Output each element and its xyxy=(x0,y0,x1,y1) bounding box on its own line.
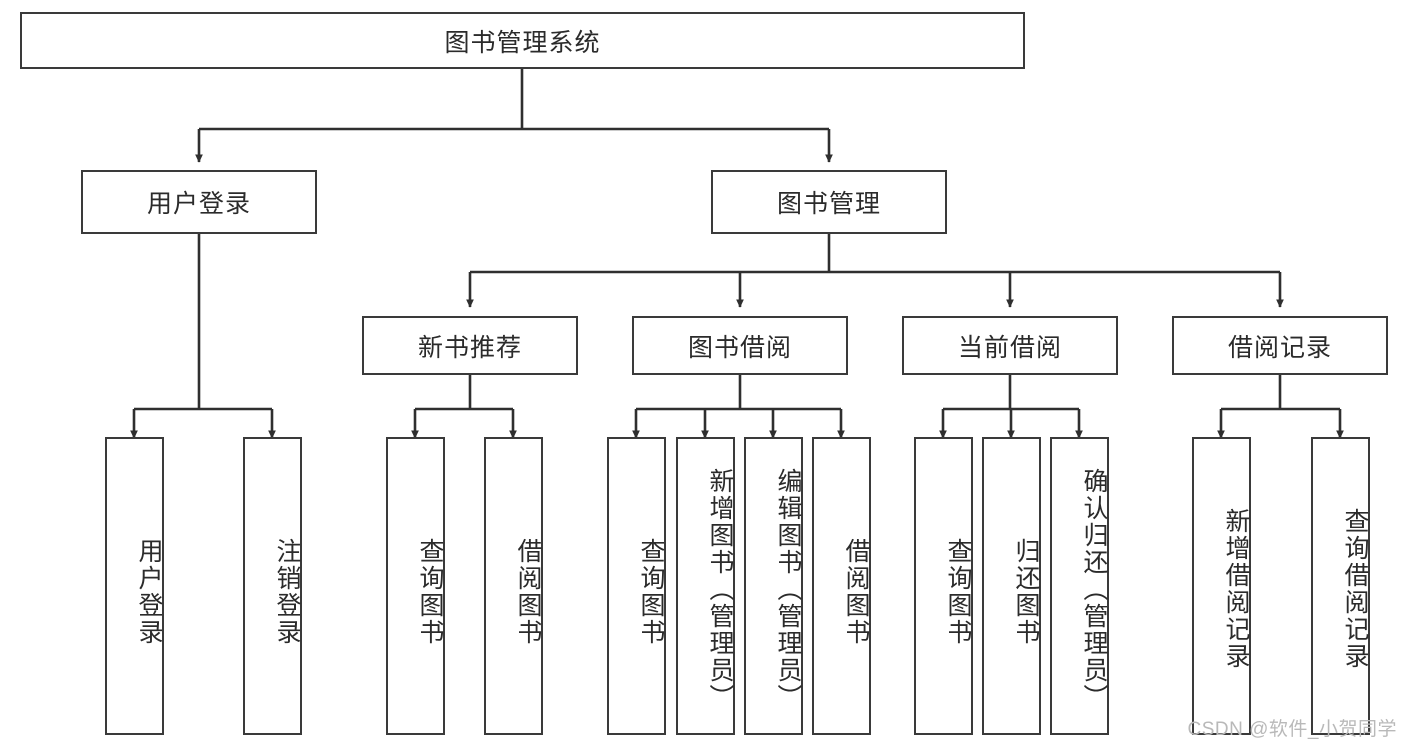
leaf-edit-book-admin-label: 编辑图书（管理员） xyxy=(774,467,802,711)
node-new-book-recommend-label: 新书推荐 xyxy=(417,333,522,362)
leaf-confirm-return-admin-label: 确认归还（管理员） xyxy=(1080,467,1108,711)
leaf-logout-login-label: 注销登录 xyxy=(273,538,301,646)
node-new-book-recommend[interactable]: 新书推荐 xyxy=(362,316,578,375)
node-borrow-record-label: 借阅记录 xyxy=(1227,333,1332,362)
node-user-login-label: 用户登录 xyxy=(146,190,251,218)
leaf-query-book-1[interactable]: 查询图书 xyxy=(386,437,445,735)
leaf-add-book-admin[interactable]: 新增图书（管理员） xyxy=(676,437,735,735)
leaf-return-book-label: 归还图书 xyxy=(1012,538,1040,646)
leaf-borrow-book-1-label: 借阅图书 xyxy=(514,538,542,646)
leaf-query-book-3[interactable]: 查询图书 xyxy=(914,437,973,735)
leaf-query-book-2[interactable]: 查询图书 xyxy=(607,437,666,735)
leaf-user-login[interactable]: 用户登录 xyxy=(105,437,164,735)
node-borrow-record[interactable]: 借阅记录 xyxy=(1172,316,1388,375)
node-book-borrow[interactable]: 图书借阅 xyxy=(632,316,848,375)
leaf-user-login-label: 用户登录 xyxy=(135,538,163,646)
node-root[interactable]: 图书管理系统 xyxy=(20,12,1025,69)
leaf-query-book-1-label: 查询图书 xyxy=(416,538,444,646)
node-book-manage-label: 图书管理 xyxy=(776,190,881,218)
leaf-logout-login[interactable]: 注销登录 xyxy=(243,437,302,735)
leaf-add-borrow-record[interactable]: 新增借阅记录 xyxy=(1192,437,1251,735)
leaf-query-borrow-record-label: 查询借阅记录 xyxy=(1341,508,1369,670)
leaf-query-book-2-label: 查询图书 xyxy=(637,538,665,646)
leaf-borrow-book-2-label: 借阅图书 xyxy=(842,538,870,646)
leaf-return-book[interactable]: 归还图书 xyxy=(982,437,1041,735)
node-book-manage[interactable]: 图书管理 xyxy=(711,170,947,234)
leaf-edit-book-admin[interactable]: 编辑图书（管理员） xyxy=(744,437,803,735)
leaf-query-book-3-label: 查询图书 xyxy=(944,538,972,646)
node-user-login[interactable]: 用户登录 xyxy=(81,170,317,234)
leaf-add-borrow-record-label: 新增借阅记录 xyxy=(1222,508,1250,670)
node-current-borrow-label: 当前借阅 xyxy=(957,333,1062,362)
leaf-borrow-book-1[interactable]: 借阅图书 xyxy=(484,437,543,735)
node-current-borrow[interactable]: 当前借阅 xyxy=(902,316,1118,375)
watermark: CSDN @软件_小贺同学 xyxy=(1187,719,1397,740)
leaf-borrow-book-2[interactable]: 借阅图书 xyxy=(812,437,871,735)
node-root-label: 图书管理系统 xyxy=(444,28,601,57)
leaf-confirm-return-admin[interactable]: 确认归还（管理员） xyxy=(1050,437,1109,735)
leaf-query-borrow-record[interactable]: 查询借阅记录 xyxy=(1311,437,1370,735)
node-book-borrow-label: 图书借阅 xyxy=(687,333,792,362)
leaf-add-book-admin-label: 新增图书（管理员） xyxy=(706,467,734,711)
